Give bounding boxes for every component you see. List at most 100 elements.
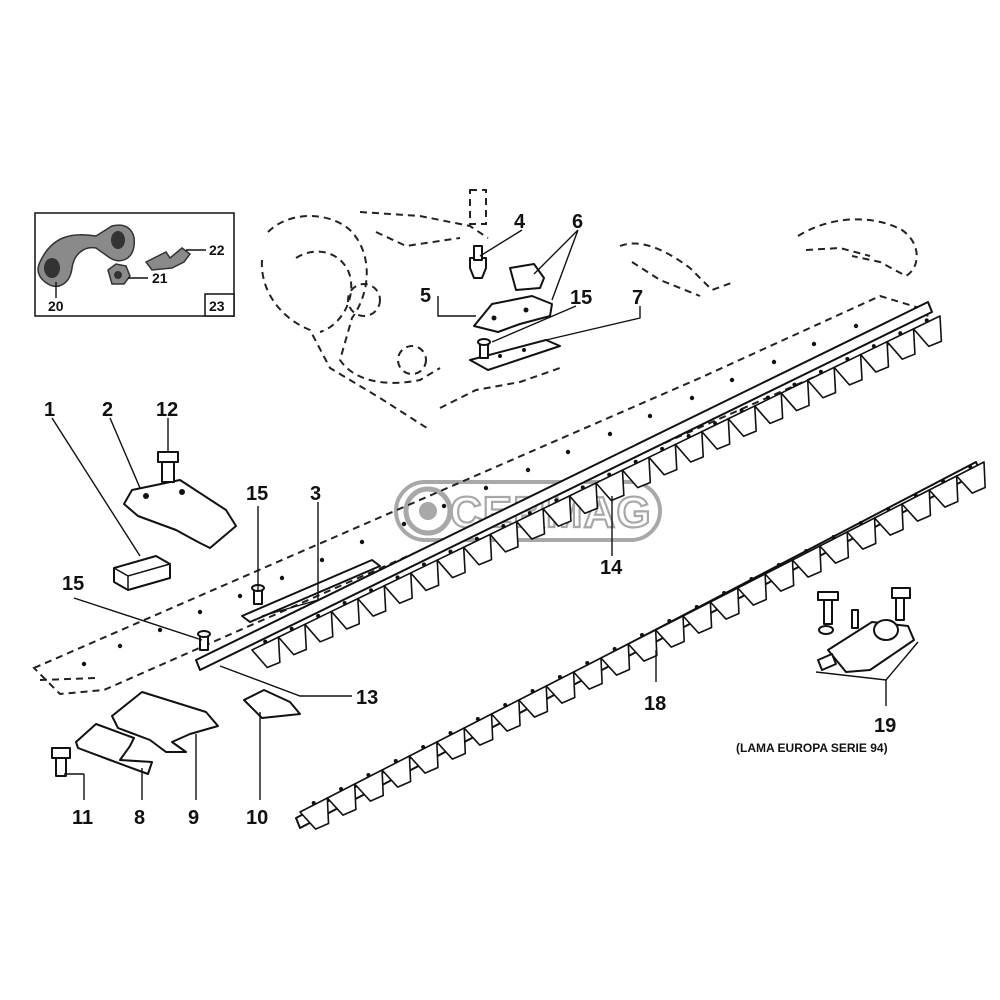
inset-bracket-20 [37,224,136,288]
blade-row-18-rivet [886,507,891,511]
blade-row-14-rivet [792,382,797,387]
blade-row-14-rivet [607,472,612,477]
callout-15-a: 15 [246,483,268,505]
blade-row-18-rivet [831,535,836,539]
blade-row-14-rivet [422,562,426,567]
blade-row-18-tooth [545,671,576,704]
blade-row-14-tooth [674,430,705,463]
blade-row-18-rivet [557,675,562,679]
blade-row-18-rivet [667,619,672,623]
blade-row-18-tooth [846,517,877,550]
blade-row-18-tooth [518,685,549,718]
blade-row-18-rivet [311,801,316,805]
blade-row-14-tooth [330,597,361,630]
machine-frame-outline [32,211,932,696]
callout-labels: 1 2 3 4 5 6 7 8 9 10 11 12 13 14 15 15 1… [44,211,896,829]
callout-15-b: 15 [62,573,84,595]
strip-3 [241,559,381,623]
blade-row-14-tooth [304,610,334,643]
blade-row-18-tooth [600,643,631,676]
blade-row-14-tooth [806,366,837,399]
blade-row-18-tooth [490,699,521,732]
blade-row-18-tooth [791,545,822,578]
blade-row-14-rivet [527,511,532,516]
blade-row-14-tooth [436,546,466,579]
clamp-assembly-19 [815,587,919,681]
callout-1: 1 [44,399,55,421]
blade-row-14-tooth [859,340,890,373]
blade-row-18-rivet [749,577,754,581]
inset-part-20-label: 20 [48,298,64,314]
inset-nut-21 [107,263,131,285]
callout-18: 18 [644,693,666,715]
blade-row-18-rivet [393,759,398,763]
inset-part-22-label: 22 [209,242,225,258]
guide-2 [123,479,237,549]
callout-9: 9 [188,807,199,829]
blade-row-14-rivet [369,588,374,593]
blade-row-18-rivet [968,465,973,469]
callout-11: 11 [72,807,93,829]
blade-row-18-tooth [955,461,986,494]
plate-9 [111,691,219,753]
blade-row-14-rivet [474,536,479,541]
blade-row-14-rivet [448,549,453,554]
inset-box-number: 23 [209,298,225,314]
blade-row-18-tooth [408,741,439,774]
callout-4: 4 [514,211,526,233]
blade-row-14-tooth [542,495,572,527]
blade-row-18-rivet [913,493,918,497]
blade-row-14-rivet [501,523,506,528]
blade-row-14-rivet [342,601,347,606]
blade-row-18-rivet [612,647,617,651]
blade-row-14-rivet [395,575,400,580]
blade-row-18 [299,461,986,830]
blade-row-18-rivet [640,633,644,637]
screw-15-top [477,338,491,359]
blade-row-14-rivet [289,626,294,631]
blade-row-14-tooth [701,417,731,450]
blade-row-14 [251,315,943,669]
blade-row-18-tooth [463,713,494,746]
callout-7: 7 [632,287,643,309]
blade-row-14-tooth [727,405,757,438]
callout-14: 14 [600,557,623,579]
blade-row-14-rivet [713,421,718,426]
bolt-4 [469,189,487,279]
blade-row-18-rivet [858,521,863,525]
blade-row-14-rivet [739,408,744,413]
blade-row-18-rivet [694,605,699,609]
blade-row-18-rivet [421,745,426,749]
blade-row-14-tooth [251,636,281,669]
blade-row-18-rivet [448,731,453,735]
blade-row-14-tooth [357,584,387,617]
blade-row-14-rivet [316,613,321,618]
blade-row-18-tooth [436,727,467,760]
knife-bar-13 [195,301,933,671]
knife-head-5 [473,295,553,333]
blade-row-14-rivet [871,344,876,349]
callout-6: 6 [572,211,583,233]
blade-row-14-rivet [845,356,850,361]
plate-10 [243,689,301,719]
blade-row-14-tooth [648,443,678,476]
blade-row-14-tooth [383,572,413,605]
blade-row-14-tooth [595,469,625,502]
blade-row-18-tooth [627,629,658,662]
leader-lines [51,229,887,800]
callout-15-c: 15 [570,287,592,309]
callout-10: 10 [246,807,268,829]
frame-bar-holes [81,323,859,667]
callout-12: 12 [156,399,178,421]
blade-row-14-tooth [462,533,493,566]
blade-row-18-rivet [585,661,590,665]
block-1 [113,555,171,591]
inset-pin-22 [144,247,192,271]
blade-row-14-tooth [568,482,599,515]
blade-row-18-tooth [709,587,740,620]
blade-row-14-rivet [633,459,638,464]
screw-15-low [197,630,211,651]
blade-row-18-rivet [776,563,781,567]
